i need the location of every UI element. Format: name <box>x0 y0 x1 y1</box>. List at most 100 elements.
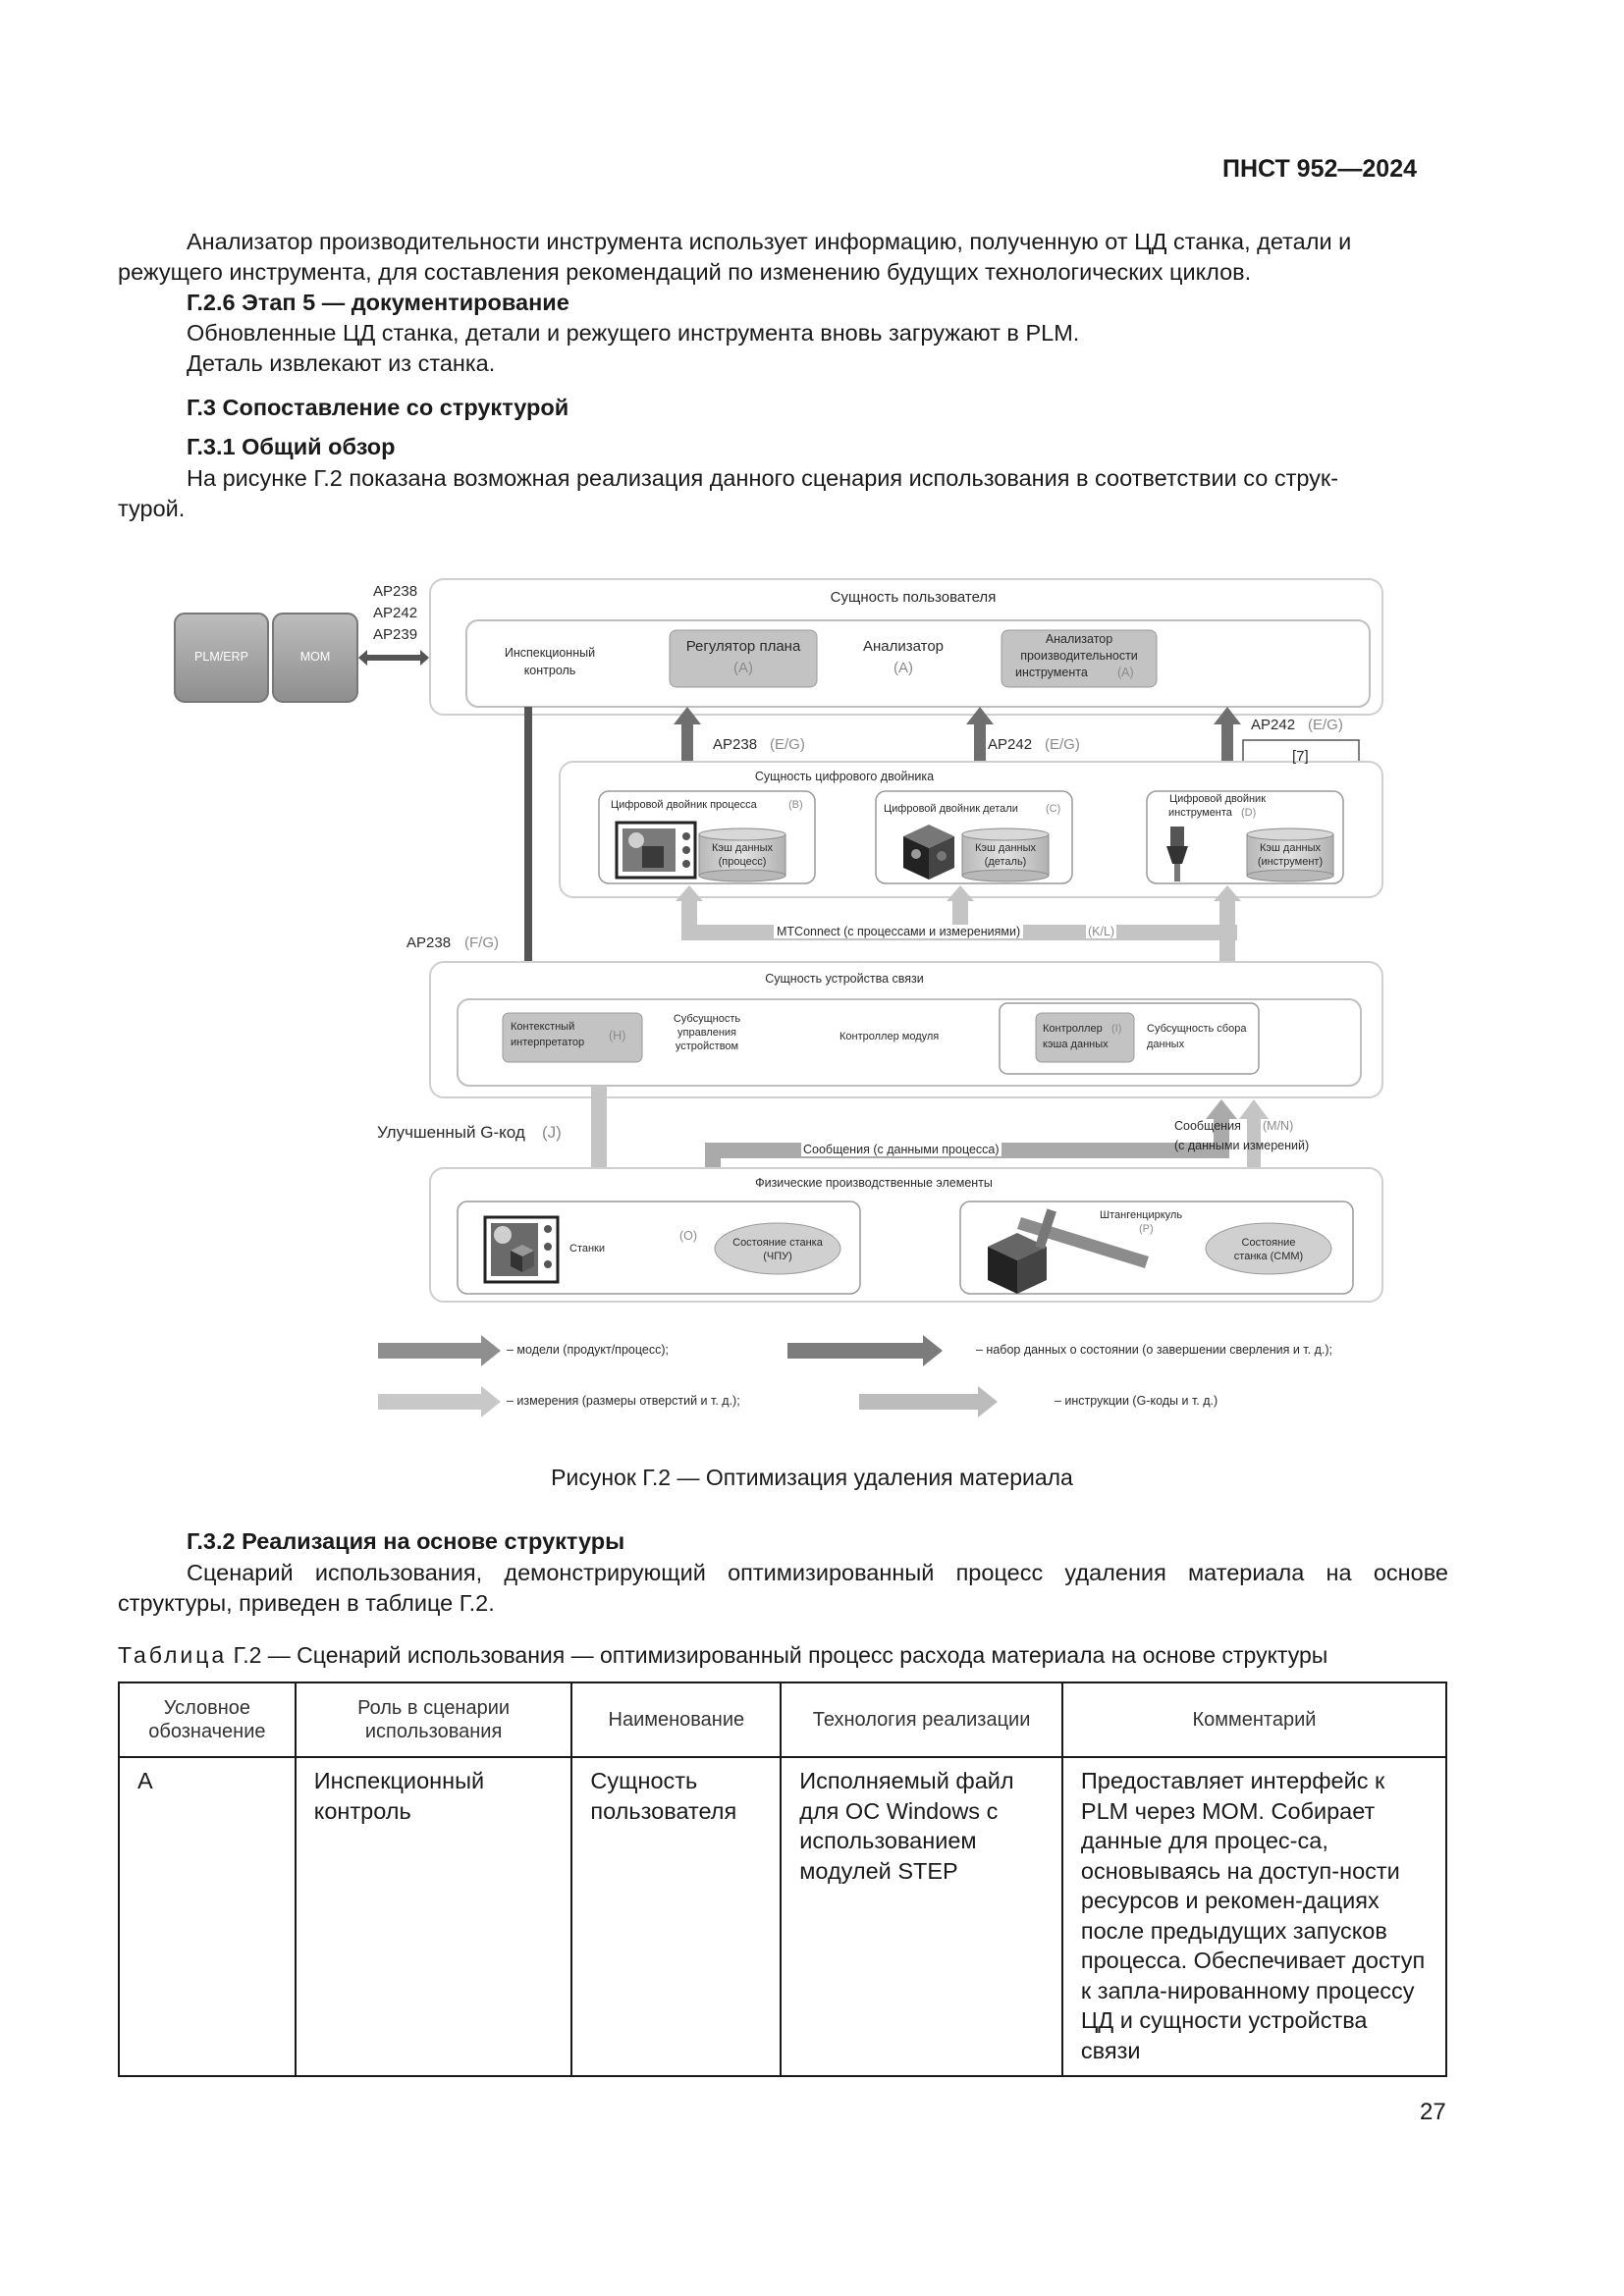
dt-entity-title: Сущность цифрового двойника <box>754 770 935 783</box>
comm-entity-title: Сущность устройства связи <box>765 972 924 986</box>
cmm-state-ellipse <box>1205 1222 1332 1275</box>
legend-models: – модели (продукт/процесс); <box>507 1343 669 1357</box>
ap238-top-label: AP238 <box>373 583 418 600</box>
cache-ctrl-tag: (I) <box>1111 1023 1122 1035</box>
gcode-tag: (J) <box>542 1123 562 1142</box>
heading-g31: Г.3.1 Общий обзор <box>187 434 396 459</box>
paragraph-figure-intro-line1: На рисунке Г.2 показана возможная реализ… <box>187 465 1339 491</box>
table-cell-comment: Предоставляет интерфейс к PLM через MOM.… <box>1060 1756 1448 2077</box>
document-code: ПНСТ 952—2024 <box>1222 155 1417 183</box>
msg-meas-l1: Сообщения <box>1174 1119 1241 1133</box>
heading-g26: Г.2.6 Этап 5 — документирование <box>187 290 569 315</box>
table-header-cell: Технология реализации <box>780 1682 1063 1758</box>
dt-tool-l1: Цифровой двойник <box>1168 793 1267 805</box>
paragraph-scenario-line1: Сценарий использования, демонстрирующий … <box>187 1560 1448 1585</box>
table-header-cell: Комментарий <box>1060 1682 1448 1758</box>
plan-regulator-tag: (A) <box>733 660 753 676</box>
cache-ctrl-l2: кэша данных <box>1043 1039 1109 1050</box>
physical-title: Физические производственные элементы <box>755 1176 993 1190</box>
caliper-label: Штангенциркуль <box>1100 1209 1183 1221</box>
dt-tool-l2: инструмента <box>1168 807 1232 819</box>
msg-process-label: Сообщения (с данными процесса) <box>801 1143 1001 1156</box>
table-header-row: Условное обозначение Роль в сценарии исп… <box>118 1682 1448 1758</box>
module-controller-box <box>999 1002 1260 1075</box>
table-cell-role: Инспекционный контроль <box>294 1756 573 2077</box>
ap242-eg-mid-label: AP242 <box>988 736 1033 753</box>
cache-process-l1: Кэш данных <box>712 842 773 854</box>
machines-tag: (O) <box>679 1229 698 1243</box>
plan-regulator-label: Регулятор плана <box>685 638 801 655</box>
gcode-label: Улучшенный G-код <box>377 1123 525 1142</box>
ctx-interp-tag: (H) <box>609 1029 626 1042</box>
mtconnect-tag: (K/L) <box>1086 925 1117 938</box>
analyzer-label: Анализатор <box>862 638 945 655</box>
paragraph-analyzer-line2: режущего инструмента, для составления ре… <box>118 259 1252 285</box>
legend-measurements: – измерения (размеры отверстий и т. д.); <box>507 1394 740 1408</box>
dt-process-label: Цифровой двойник процесса <box>611 799 757 811</box>
ap242-top-label: AP242 <box>373 605 418 621</box>
paragraph-figure-intro-line2: турой. <box>118 496 186 521</box>
table-title: Таблица Г.2 — Сценарий использования — о… <box>118 1642 1327 1669</box>
tool-analyzer-l1: Анализатор <box>1045 632 1113 646</box>
architecture-diagram: PLM/ERP MOM AP238 AP242 AP239 Сущность п… <box>157 569 1434 1487</box>
cache-process-l2: (процесс) <box>718 856 767 868</box>
part-cube-image <box>903 825 954 880</box>
msg-meas-l2: (с данными измерений) <box>1174 1139 1310 1152</box>
ap-exchange-arrow <box>358 650 429 666</box>
inspection-label-l1: Инспекционный <box>504 646 596 660</box>
tool-analyzer-l2: производительности <box>1020 649 1138 663</box>
scenario-table: Условное обозначение Роль в сценарии исп… <box>118 1682 1448 2077</box>
cache-ctrl-l1: Контроллер <box>1043 1023 1103 1035</box>
mom-block <box>272 613 358 703</box>
tool-analyzer-l3: инструмента <box>1015 666 1088 679</box>
comm-entity-inner <box>457 998 1362 1087</box>
cnc-state-l2: (ЧПУ) <box>763 1251 792 1262</box>
paragraph-updated-dt: Обновленные ЦД станка, детали и режущего… <box>187 320 1080 346</box>
paragraph-part-removed: Деталь извлекают из станка. <box>187 350 496 376</box>
diagram-graphics <box>174 578 1383 1417</box>
dt-tool-tag: (D) <box>1241 807 1257 819</box>
ref7-label: [7] <box>1292 748 1309 765</box>
ap238-fg-tag: (F/G) <box>464 934 499 951</box>
heading-g3: Г.3 Сопоставление со структурой <box>187 395 569 420</box>
cache-tool-l2: (инструмент) <box>1257 856 1324 868</box>
user-entity-title: Сущность пользователя <box>830 589 997 606</box>
ap239-top-label: AP239 <box>373 626 418 643</box>
cache-part-l1: Кэш данных <box>975 842 1036 854</box>
cmm-state-l1: Состояние <box>1241 1237 1296 1249</box>
table-title-rest: Г.2 — Сценарий использования — оптимизир… <box>227 1642 1328 1668</box>
table-header-cell: Роль в сценарии использования <box>294 1682 573 1758</box>
figure-caption: Рисунок Г.2 — Оптимизация удаления матер… <box>551 1465 1073 1490</box>
inspection-label-l2: контроль <box>523 664 576 677</box>
page-number: 27 <box>1420 2099 1446 2125</box>
cmm-state-l2: станка (CMM) <box>1233 1251 1304 1262</box>
ap238-eg-tag: (E/G) <box>770 736 805 753</box>
module-controller-label: Контроллер модуля <box>839 1031 940 1042</box>
cache-tool-l1: Кэш данных <box>1260 842 1321 854</box>
table-title-prefix: Таблица <box>118 1642 228 1668</box>
sub-collect-l1: Субсущность сбора <box>1147 1023 1247 1035</box>
paragraph-analyzer-line1: Анализатор производительности инструмент… <box>187 229 1352 254</box>
ap238-eg-label: AP238 <box>713 736 758 753</box>
cnc-state-ellipse <box>714 1222 841 1275</box>
ap238-fg-label: AP238 <box>406 934 452 951</box>
tool-image <box>1166 827 1188 881</box>
ctx-interp-l2: интерпретатор <box>511 1037 585 1048</box>
context-interpreter-box <box>502 1012 643 1063</box>
sub-mgmt-l2: управления <box>677 1027 736 1039</box>
caliper-tag: (P) <box>1139 1223 1154 1235</box>
mtconnect-label: MTConnect (с процессами и измерениями) <box>774 925 1024 938</box>
plm-erp-label: PLM/ERP <box>194 650 248 664</box>
mom-label: MOM <box>299 650 331 664</box>
sub-mgmt-l1: Субсущность <box>673 1013 741 1025</box>
cache-part-l2: (деталь) <box>984 856 1027 868</box>
legend-arrows <box>378 1335 998 1417</box>
table-cell-technology: Исполняемый файл для ОС Windows с исполь… <box>780 1756 1063 2077</box>
ctx-interp-l1: Контекстный <box>511 1021 575 1033</box>
plm-erp-block <box>174 613 269 703</box>
dt-process-tag: (B) <box>788 799 803 811</box>
legend-instructions: – инструкции (G-коды и т. д.) <box>1055 1394 1218 1408</box>
analyzer-tag: (A) <box>893 660 913 676</box>
table-cell-designation: A <box>118 1756 297 2077</box>
cache-controller-box <box>1035 1012 1135 1063</box>
